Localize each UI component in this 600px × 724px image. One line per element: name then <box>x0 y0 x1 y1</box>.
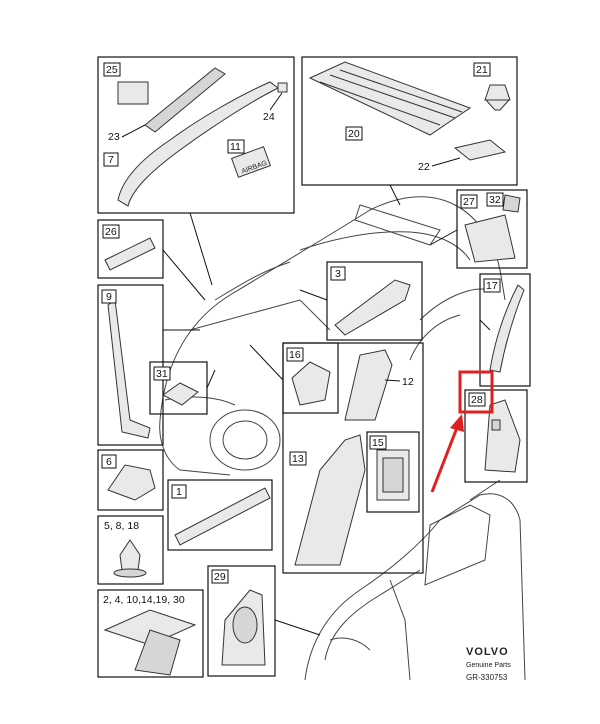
callout-11: 11 <box>230 141 241 153</box>
push-clip <box>119 539 141 571</box>
leader-lines <box>162 184 491 636</box>
callout-25: 25 <box>106 64 118 76</box>
callout-21: 21 <box>476 64 488 76</box>
part-13 <box>294 434 366 566</box>
callout-box-1 <box>171 484 187 499</box>
callout-15: 15 <box>372 437 384 449</box>
group-box-15 <box>366 431 420 513</box>
callout-box-32 <box>486 192 504 207</box>
highlight-arrow-head <box>450 414 464 432</box>
airbag-label <box>230 146 272 178</box>
metal-clip <box>134 629 181 676</box>
callout-box-11 <box>227 139 245 154</box>
group-box-27 <box>456 189 528 269</box>
callout-29: 29 <box>214 571 226 583</box>
clip-21 <box>484 84 511 111</box>
callout-box-15 <box>369 435 387 450</box>
callout-1: 1 <box>176 486 182 498</box>
callout-box-26 <box>102 224 120 239</box>
group-box-9 <box>97 284 164 446</box>
callout-9: 9 <box>106 291 112 303</box>
group-box-26 <box>97 219 164 279</box>
callout-box-25 <box>103 62 121 77</box>
callout-3: 3 <box>335 268 341 280</box>
part-2-4 <box>103 609 197 646</box>
callout-box-21 <box>473 62 491 77</box>
part-27 <box>464 214 516 263</box>
group-box-17 <box>479 273 531 387</box>
part-9 <box>107 299 151 439</box>
roof-rail-trim <box>117 81 279 207</box>
clip-32 <box>502 194 521 213</box>
brand-name: VOLVO <box>466 646 509 658</box>
callout-20: 20 <box>348 128 360 140</box>
callout-23: 23 <box>108 131 120 143</box>
callout-box-31 <box>153 366 171 381</box>
callout-16: 16 <box>289 349 301 361</box>
callout-6: 6 <box>106 456 112 468</box>
callout-32: 32 <box>489 194 501 206</box>
clip-25 <box>117 81 149 105</box>
callout-box-3 <box>330 266 346 281</box>
roof-panel <box>308 61 472 136</box>
callout-box-6 <box>101 454 117 469</box>
push-clip-head <box>113 568 147 578</box>
callout-box-7 <box>103 152 119 167</box>
callout-13: 13 <box>292 453 304 465</box>
roof-panel-ribs <box>319 69 463 126</box>
callout-7: 7 <box>108 154 114 166</box>
callout-27: 27 <box>463 196 475 208</box>
callout-box-17 <box>483 278 501 293</box>
part-12 <box>344 349 393 421</box>
group-box-1 <box>167 479 273 551</box>
callout-box-27 <box>460 194 478 209</box>
callout-box-16 <box>286 347 304 362</box>
callout-box-9 <box>101 289 117 304</box>
part-17 <box>489 284 525 373</box>
part-28-clip <box>491 419 501 431</box>
callout-box-20 <box>345 126 363 141</box>
group-box-2-4-10-14-19-30 <box>97 589 204 678</box>
group-box-roof-panel <box>301 56 518 186</box>
part-16 <box>291 361 331 406</box>
callout-box-28 <box>468 392 486 407</box>
group-box-28 <box>464 389 528 483</box>
part-3 <box>334 279 411 336</box>
group-box-29 <box>207 565 276 677</box>
brand-tagline: Genuine Parts <box>466 662 511 669</box>
group-box-roof-rail <box>97 56 295 214</box>
callout-28: 28 <box>471 394 483 406</box>
group-box-5-8-18 <box>97 515 164 585</box>
callout-17: 17 <box>486 280 498 292</box>
roof-rail-clip-strip <box>144 67 226 133</box>
highlight-arrow-line <box>430 424 460 493</box>
group-box-16 <box>282 342 339 414</box>
group-box-b-pillar <box>282 342 424 574</box>
diagram-code: GR-330753 <box>466 673 508 682</box>
callout-24: 24 <box>263 111 275 123</box>
callout-5-8-18: 5, 8, 18 <box>104 520 139 532</box>
callout-12: 12 <box>402 376 414 388</box>
part-6 <box>107 464 156 501</box>
door-outline <box>304 479 526 681</box>
bracket-22 <box>453 139 507 161</box>
clip-31 <box>162 382 199 406</box>
group-box-3 <box>326 261 423 341</box>
callout-box-13 <box>289 451 307 466</box>
callout-26: 26 <box>105 226 117 238</box>
part-1 <box>174 487 271 546</box>
part-29-speaker <box>232 606 258 644</box>
group-box-6 <box>97 449 164 511</box>
callout-31: 31 <box>156 368 168 380</box>
clip-24 <box>277 82 288 93</box>
callout-2-4-10-14-19-30: 2, 4, 10,14,19, 30 <box>103 594 185 606</box>
part-15-grille <box>382 457 404 493</box>
callout-box-29 <box>211 569 229 584</box>
highlight-box-28 <box>458 370 494 414</box>
callout-22: 22 <box>418 161 430 173</box>
part-26 <box>104 237 156 271</box>
part-28 <box>484 399 521 473</box>
